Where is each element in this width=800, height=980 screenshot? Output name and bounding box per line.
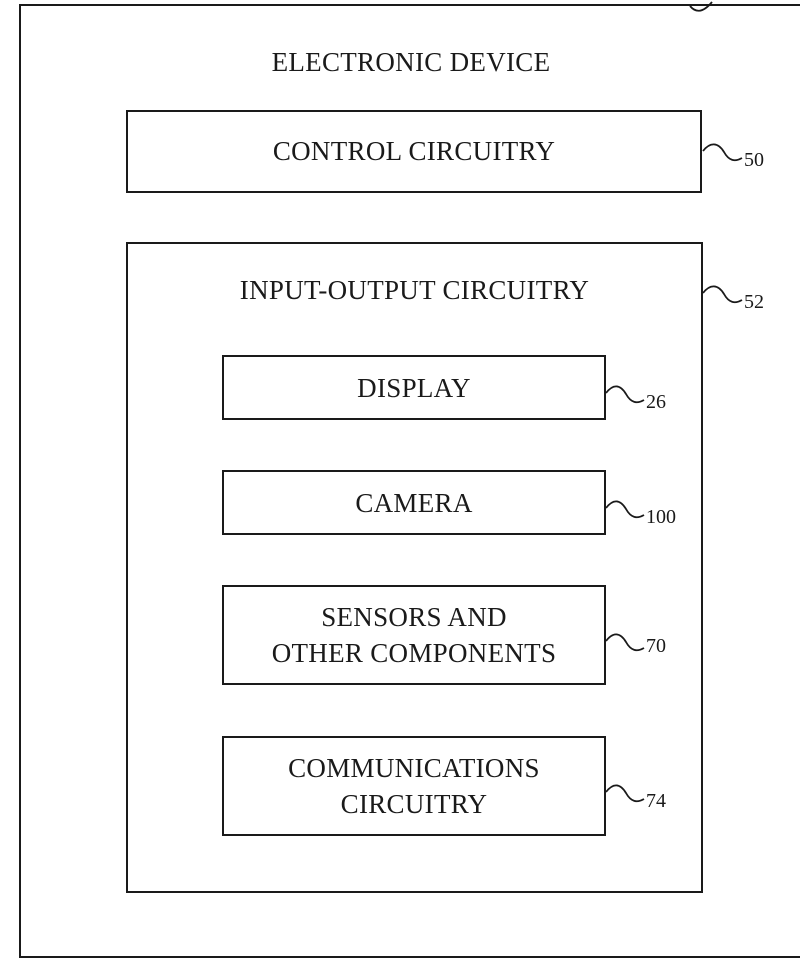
ref-numeral-70: 70 bbox=[646, 635, 666, 657]
electronic-device-title: ELECTRONIC DEVICE bbox=[271, 47, 551, 77]
display-label: DISPLAY bbox=[357, 373, 471, 403]
ref-numeral-52: 52 bbox=[744, 291, 764, 313]
ref-numeral-50: 50 bbox=[744, 149, 764, 171]
display-box: DISPLAY bbox=[222, 355, 606, 420]
input-output-circuitry-label: INPUT-OUTPUT CIRCUITRY bbox=[239, 275, 590, 305]
control-circuitry-box: CONTROL CIRCUITRY bbox=[126, 110, 702, 193]
sensors-box: SENSORS AND OTHER COMPONENTS bbox=[222, 585, 606, 685]
camera-box: CAMERA bbox=[222, 470, 606, 535]
ref-numeral-74: 74 bbox=[646, 790, 666, 812]
ref-numeral-100: 100 bbox=[646, 506, 676, 528]
camera-label: CAMERA bbox=[355, 488, 473, 518]
communications-label: COMMUNICATIONS CIRCUITRY bbox=[288, 753, 540, 819]
sensors-label: SENSORS AND OTHER COMPONENTS bbox=[271, 602, 557, 668]
control-circuitry-label: CONTROL CIRCUITRY bbox=[272, 136, 556, 166]
communications-box: COMMUNICATIONS CIRCUITRY bbox=[222, 736, 606, 836]
ref-numeral-26: 26 bbox=[646, 391, 666, 413]
